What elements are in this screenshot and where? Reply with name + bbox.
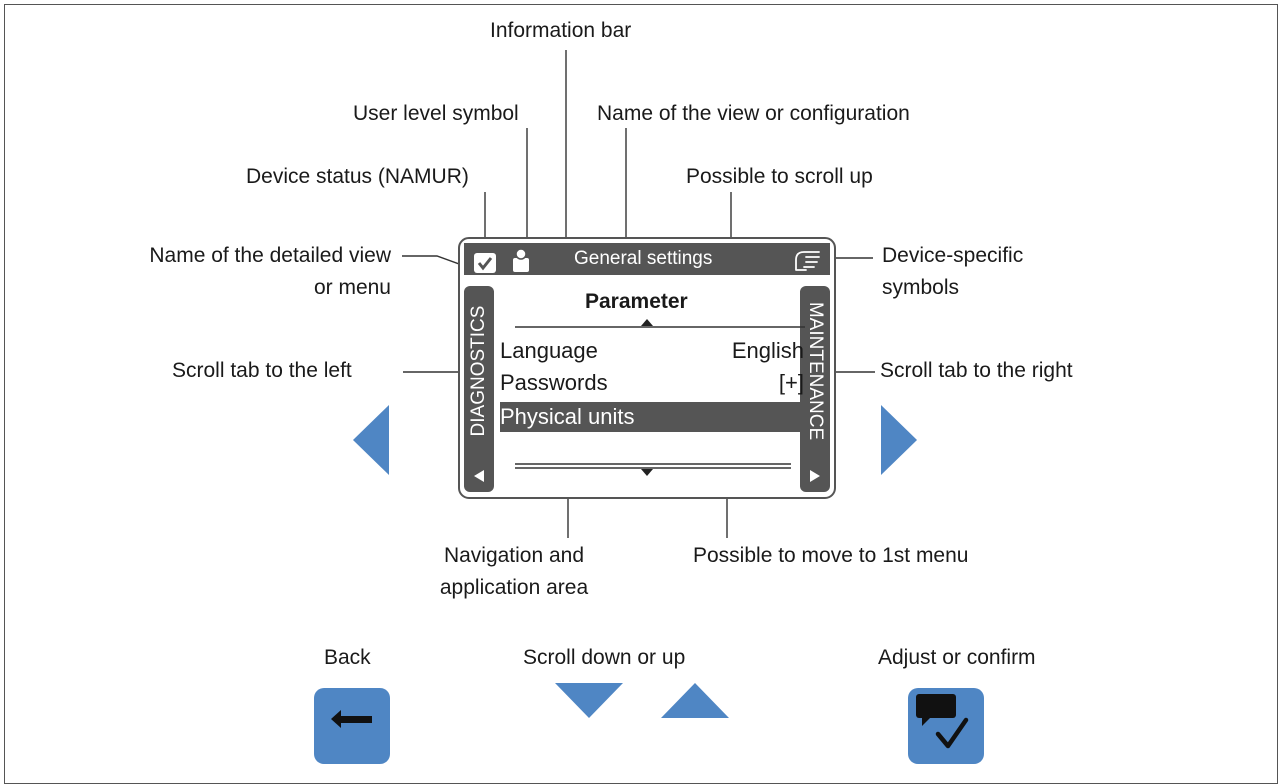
nav-left-arrow-icon[interactable] [353, 405, 389, 475]
device-display: General settings DIAGNOSTICS MAINTENANCE… [458, 237, 836, 499]
label-scroll-tab-right: Scroll tab to the right [880, 359, 1073, 382]
label-navigation-area-line2: application area [439, 576, 589, 599]
device-specific-hand-icon [795, 251, 820, 271]
tab-right-arrow-icon [810, 470, 820, 482]
label-scroll-up: Possible to scroll up [686, 165, 873, 188]
confirm-check-icon [916, 694, 969, 749]
menu-row-name: Language [500, 338, 598, 363]
tab-left-arrow-icon [474, 470, 484, 482]
confirm-button[interactable] [908, 688, 984, 764]
view-name: General settings [574, 248, 713, 269]
information-bar: General settings [464, 243, 830, 275]
menu-row[interactable]: Passwords [+] [500, 368, 804, 398]
navigation-area-indicator [515, 463, 791, 476]
label-device-status: Device status (NAMUR) [246, 165, 469, 188]
label-adjust-confirm: Adjust or confirm [878, 646, 1036, 669]
menu-title: Parameter [585, 290, 688, 313]
label-scroll-down-up: Scroll down or up [523, 646, 686, 669]
label-detailed-view: Name of the detailed view or menu [95, 243, 391, 301]
label-navigation-area: Navigation and application area [416, 543, 612, 601]
tab-diagnostics[interactable]: DIAGNOSTICS [464, 286, 494, 492]
nav-right-arrow-icon[interactable] [881, 405, 917, 475]
menu-row-name: Passwords [500, 370, 608, 395]
tab-maintenance[interactable]: MAINTENANCE [800, 286, 830, 492]
label-back: Back [324, 646, 371, 669]
scroll-down-arrow-icon [641, 469, 653, 476]
label-information-bar: Information bar [490, 19, 632, 42]
menu-row-name: Physical units [500, 404, 635, 429]
scroll-up-button[interactable] [661, 683, 729, 718]
user-level-icon [513, 248, 529, 272]
scroll-down-button[interactable] [555, 683, 623, 718]
back-button[interactable] [314, 688, 390, 764]
menu-row[interactable]: Language English [500, 336, 804, 366]
device-status-icon [474, 253, 496, 273]
label-detailed-view-line1: Name of the detailed view [149, 244, 391, 267]
label-navigation-area-line1: Navigation and [443, 544, 585, 567]
label-scroll-tab-left: Scroll tab to the left [172, 359, 352, 382]
label-device-specific-line2: symbols [882, 276, 960, 299]
menu-row-value: [+] [778, 370, 804, 395]
label-device-specific-line1: Device-specific [882, 244, 1024, 267]
back-arrow-icon [331, 710, 372, 728]
label-view-name: Name of the view or configuration [597, 102, 910, 125]
scroll-up-arrow-icon [641, 319, 653, 326]
tab-maintenance-label: MAINTENANCE [805, 301, 826, 441]
label-user-level-symbol: User level symbol [353, 102, 519, 125]
label-device-specific: Device-specific symbols [882, 243, 1023, 301]
tab-diagnostics-label: DIAGNOSTICS [468, 305, 489, 437]
menu-row-selected[interactable]: Physical units [500, 402, 804, 432]
scroll-up-indicator [515, 319, 805, 328]
label-detailed-view-line2: or menu [313, 276, 391, 299]
label-move-first-menu: Possible to move to 1st menu [693, 544, 969, 567]
menu-row-value: English [731, 338, 804, 363]
